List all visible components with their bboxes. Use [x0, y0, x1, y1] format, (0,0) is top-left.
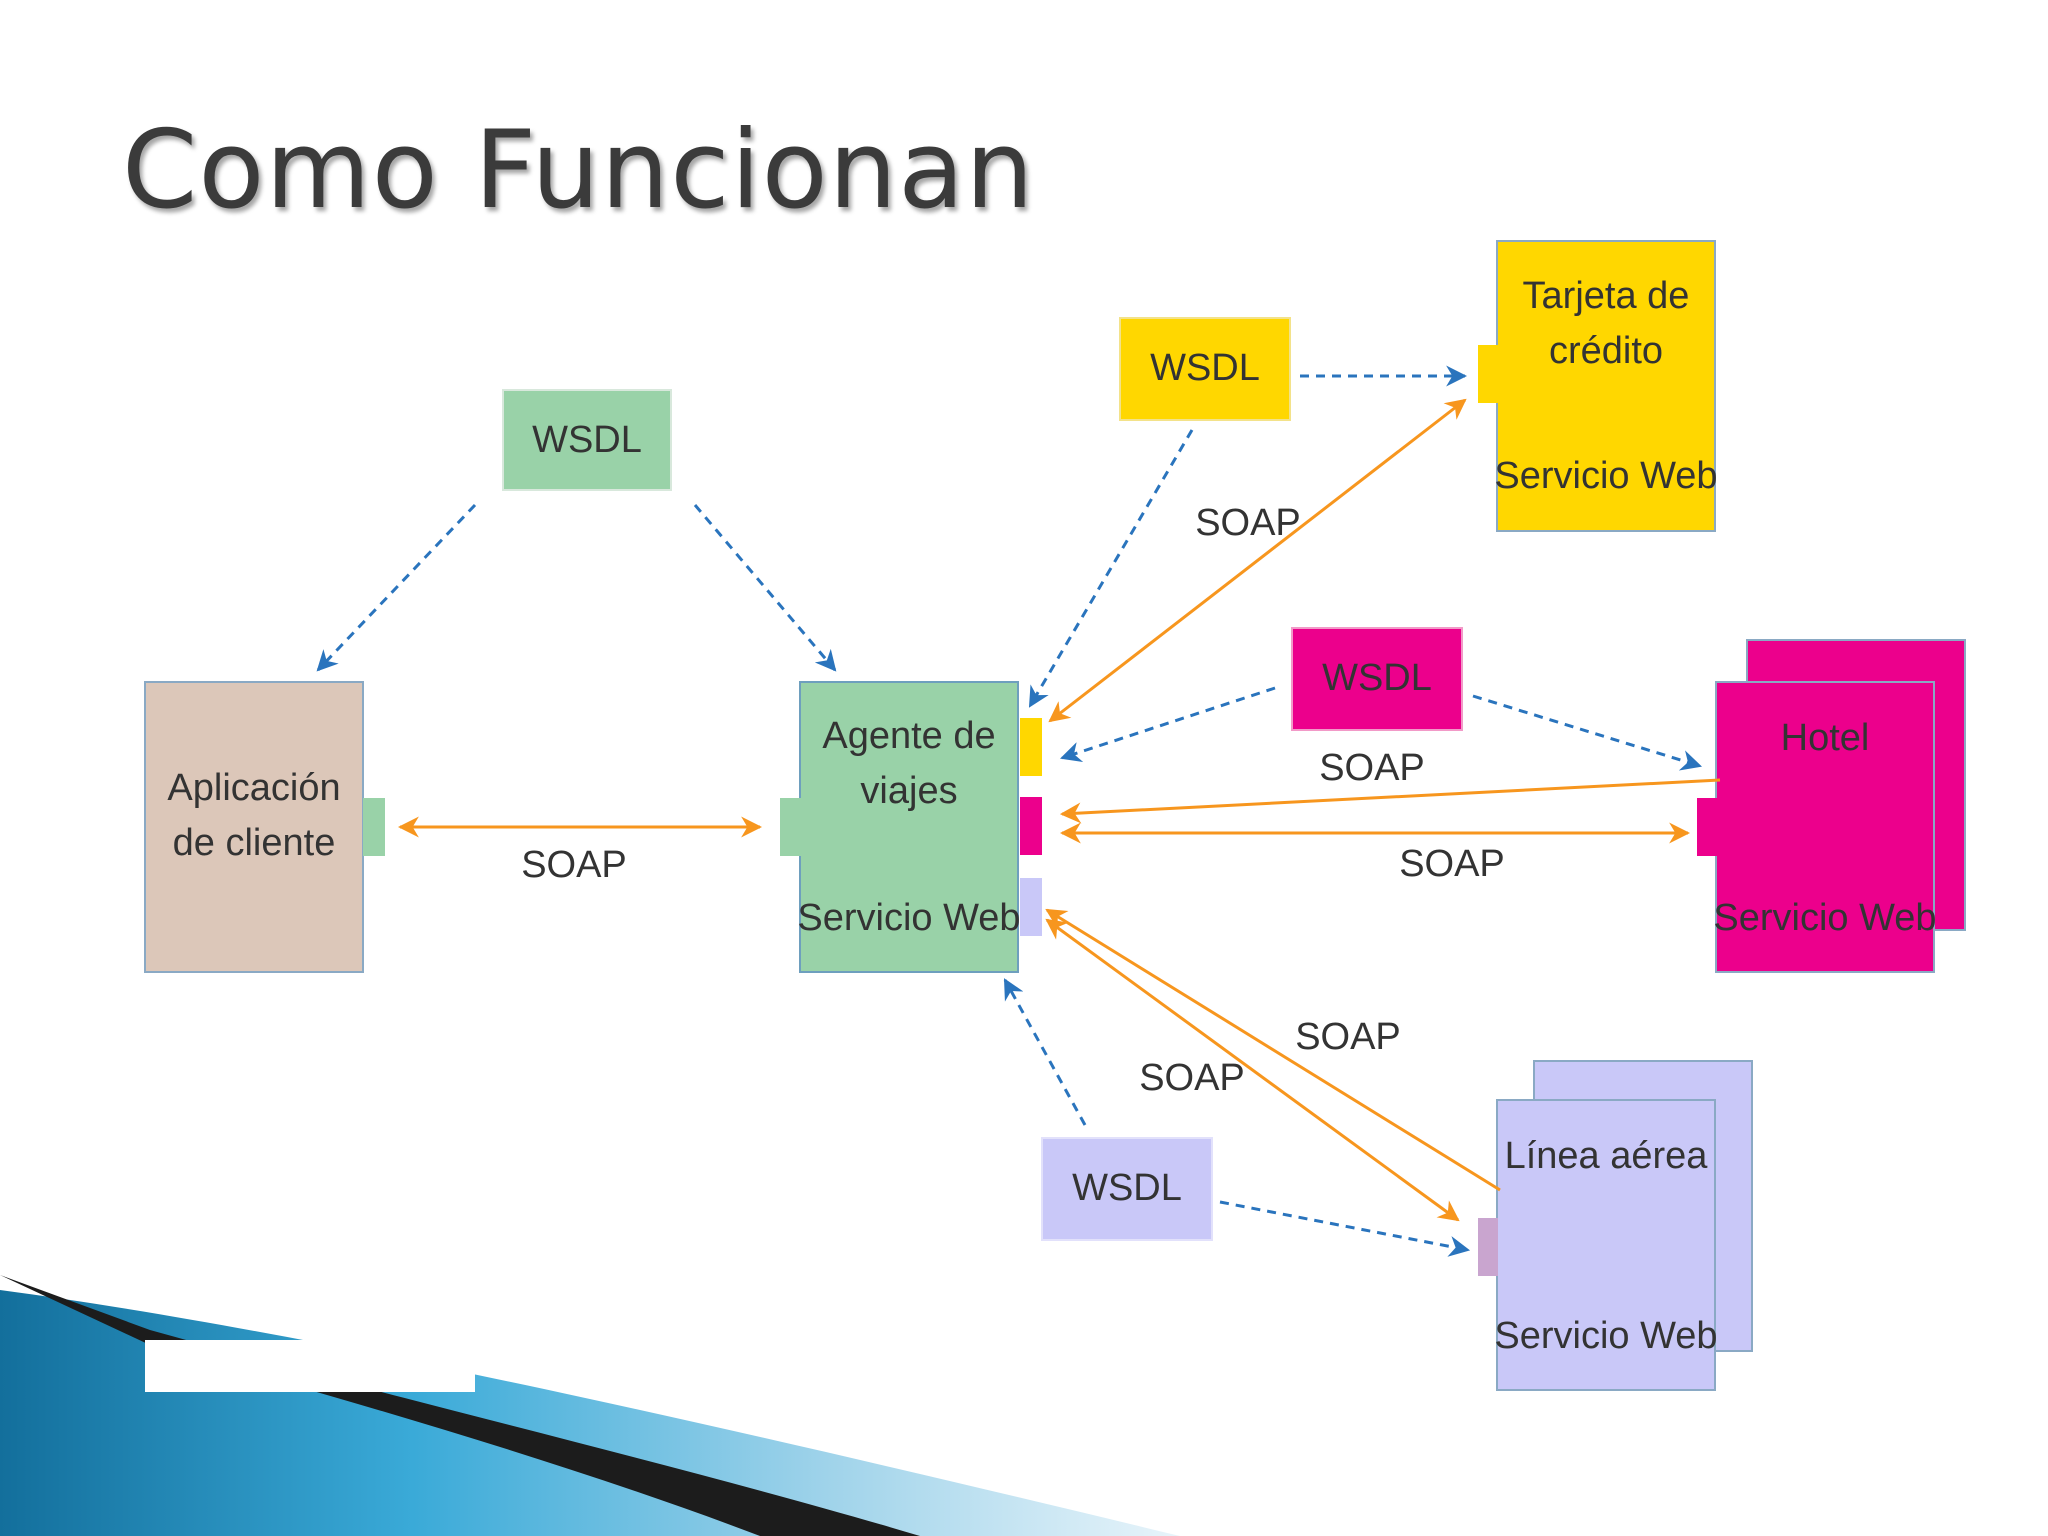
soap-hotel-upper-label: SOAP: [1319, 747, 1425, 789]
wsdl-hotel-to-agent: [1060, 686, 1276, 763]
airline-node: Línea aérea Servicio Web: [1478, 1060, 1753, 1391]
soap-credit-arrow: [1048, 398, 1467, 723]
client-application-node: Aplicación de cliente: [144, 681, 385, 973]
airline-label-line3: Servicio Web: [1494, 1315, 1717, 1357]
wsdl-hotel-label: WSDL: [1322, 657, 1432, 699]
soap-arrows: [397, 398, 1721, 1222]
credit-card-node: Tarjeta de crédito Servicio Web: [1478, 240, 1718, 532]
travel-agent-node: Agente de viajes Servicio Web: [780, 681, 1042, 973]
wsdl-arrow-to-agent: [693, 504, 837, 672]
credit-label-line3: Servicio Web: [1494, 455, 1717, 497]
wsdl-airline-to-agent: [1003, 978, 1087, 1126]
agent-label-line2: viajes: [860, 770, 957, 812]
client-label-line2: de cliente: [173, 822, 336, 864]
soap-client-agent-label: SOAP: [521, 844, 627, 886]
agent-label-line1: Agente de: [822, 715, 995, 757]
wsdl-credit-to-agent: [1028, 429, 1194, 708]
hotel-label-line3: Servicio Web: [1713, 897, 1936, 939]
wsdl-hotel-to-hotel: [1472, 694, 1703, 771]
soap-airline-upper-label: SOAP: [1295, 1016, 1401, 1058]
soap-airline-lower-arrow: [1045, 918, 1460, 1222]
hotel-label-line1: Hotel: [1781, 717, 1870, 759]
client-label-line1: Aplicación: [167, 767, 340, 809]
credit-label-line1: Tarjeta de: [1523, 275, 1690, 317]
wsdl-airline-box: WSDL: [1041, 1137, 1213, 1241]
hotel-node: Hotel Servicio Web: [1697, 639, 1966, 973]
wsdl-credit-box: WSDL: [1119, 317, 1291, 421]
soap-hotel-upper-arrow: [1059, 778, 1721, 824]
soap-hotel-lower-label: SOAP: [1399, 843, 1505, 885]
wsdl-agent-label: WSDL: [532, 419, 642, 461]
slide-title: Como Funcionan: [122, 108, 1035, 233]
soap-credit-label: SOAP: [1195, 502, 1301, 544]
credit-label-line2: crédito: [1549, 330, 1663, 372]
wsdl-hotel-box: WSDL: [1291, 627, 1463, 731]
wsdl-airline-label: WSDL: [1072, 1167, 1182, 1209]
wsdl-arrow-to-client: [316, 503, 477, 672]
agent-label-line3: Servicio Web: [797, 897, 1020, 939]
wsdl-credit-label: WSDL: [1150, 347, 1260, 389]
wsdl-agent-box: WSDL: [502, 389, 672, 491]
airline-label-line1: Línea aérea: [1505, 1135, 1709, 1177]
soap-airline-lower-label: SOAP: [1139, 1057, 1245, 1099]
soap-labels: SOAP SOAP SOAP SOAP SOAP SOAP: [521, 502, 1505, 1099]
wsdl-airline-to-airline: [1219, 1200, 1471, 1257]
